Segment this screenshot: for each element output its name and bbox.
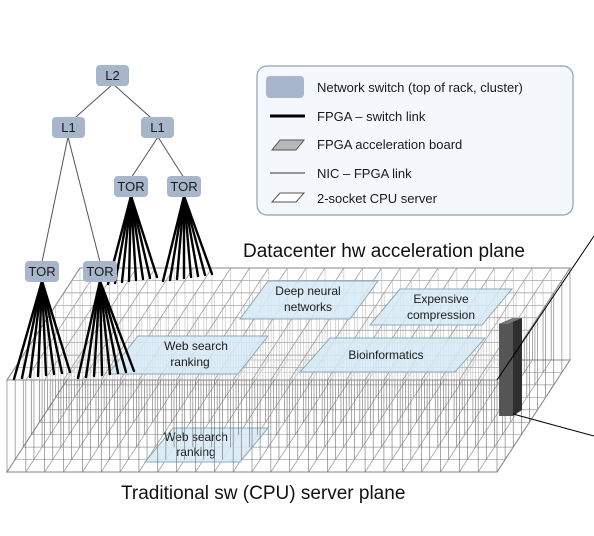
plane-edge-extension-lower [512, 413, 594, 437]
fpga-board-icon [270, 139, 306, 151]
switch-l1-left-label: L1 [61, 120, 75, 135]
region-deep-neural-networks [239, 280, 379, 320]
legend-item-fpga-board: FPGA acceleration board [317, 137, 462, 152]
fpga-switch-links [12, 194, 214, 381]
switch-l1-left: L1 [52, 117, 85, 138]
region-expensive-compression [368, 288, 514, 326]
region-web-search-upper-label-2: ranking [170, 355, 209, 369]
region-compression-label-1: Expensive [413, 292, 469, 306]
region-web-search-lower-label-2: ranking [176, 445, 215, 459]
switch-tor-2: TOR [167, 176, 201, 197]
region-web-search-upper-label-1: Web search [164, 339, 228, 353]
switch-tor-4-label: TOR [86, 264, 113, 279]
server-plane-title: Traditional sw (CPU) server plane [121, 483, 405, 504]
acceleration-plane-title: Datacenter hw acceleration plane [243, 241, 525, 262]
switch-tor-4: TOR [83, 261, 117, 282]
switch-tor-2-label: TOR [170, 179, 197, 194]
switch-tor-3-label: TOR [28, 264, 55, 279]
plane-edge-extension-upper [496, 235, 594, 381]
switch-l2: L2 [96, 65, 129, 86]
switch-icon [266, 76, 304, 98]
legend-item-cpu-server: 2-socket CPU server [317, 191, 438, 206]
rack-pillar [499, 318, 522, 416]
legend-item-fpga-switch-link: FPGA – switch link [317, 109, 426, 124]
region-web-search-upper [106, 335, 270, 375]
region-web-search-lower-label-1: Web search [164, 430, 228, 444]
switch-tor-1: TOR [114, 176, 148, 197]
switch-l2-label: L2 [105, 68, 119, 83]
legend: Network switch (top of rack, cluster) FP… [256, 65, 574, 216]
fpga-acceleration-plane: Deep neural networks Expensive compressi… [6, 267, 571, 381]
switch-l1-right-label: L1 [150, 120, 164, 135]
region-deep-neural-label-1: Deep neural [275, 284, 340, 298]
switch-tor-3: TOR [25, 261, 59, 282]
legend-item-nic-fpga-link: NIC – FPGA link [317, 166, 412, 181]
region-bioinformatics-label: Bioinformatics [348, 348, 423, 362]
region-bioinformatics [298, 337, 487, 373]
region-deep-neural-label-2: networks [284, 300, 332, 314]
switch-tor-1-label: TOR [117, 179, 144, 194]
region-compression-label-2: compression [407, 308, 475, 322]
cpu-server-icon [270, 192, 306, 203]
switch-tree-links [41, 83, 185, 263]
legend-box [256, 65, 574, 216]
legend-item-switch: Network switch (top of rack, cluster) [317, 80, 523, 95]
switch-l1-right: L1 [141, 117, 174, 138]
